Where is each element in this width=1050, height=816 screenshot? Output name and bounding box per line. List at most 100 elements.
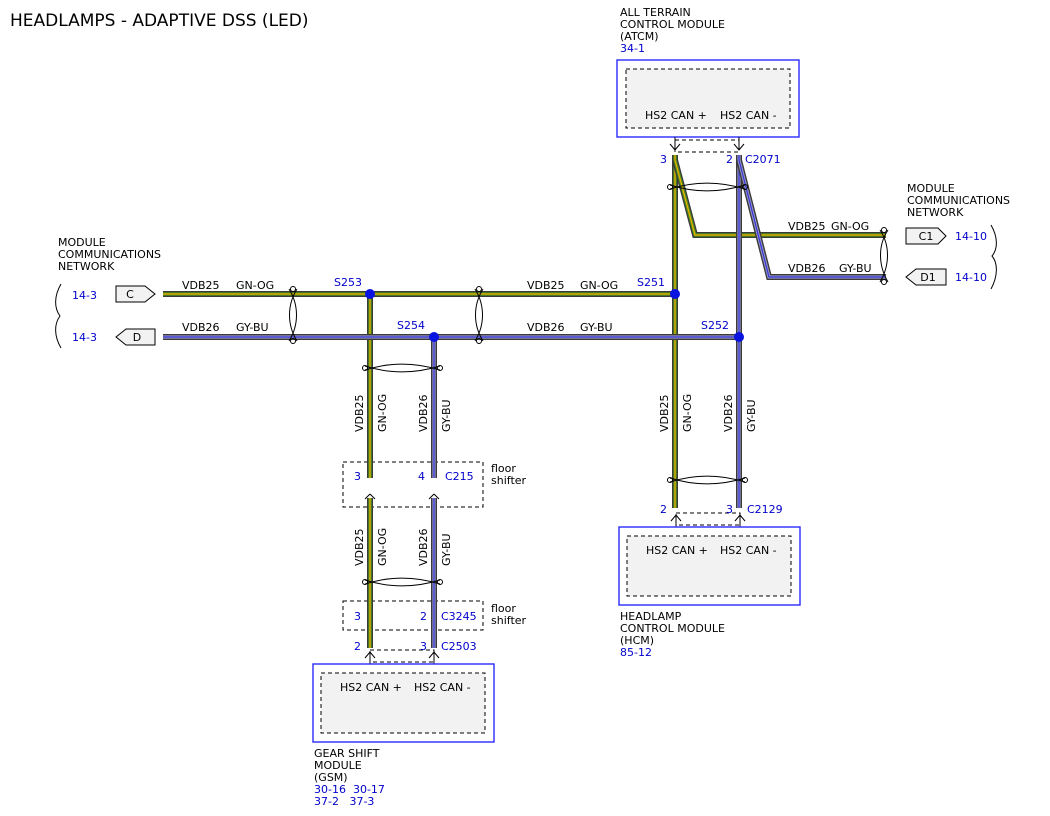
atcm-page-ref: 34-1	[620, 42, 645, 55]
wire-labels: VDB25 GN-OG VDB26 GY-BU VDB25 GN-OG VDB2…	[182, 220, 872, 566]
right-network-name-line-3: NETWORK	[907, 206, 964, 219]
gsm-pin-left-num: 2	[354, 640, 361, 653]
c3245-pin-right: 2	[420, 610, 427, 623]
right-network-connector-d1	[905, 268, 947, 286]
gsm-name-line-2: MODULE	[314, 759, 362, 772]
wire-label-color-3: GN-OG	[580, 279, 618, 292]
inline-connector-c3245: 3 2 C3245 floor shifter	[342, 600, 527, 631]
twist-marker-hcm	[669, 475, 746, 485]
wire-label-circuit-6: VDB26	[788, 262, 826, 275]
wire-label-color-4: GY-BU	[580, 321, 613, 334]
left-network-ref-bottom: 14-3	[72, 331, 97, 344]
c3245-location-box	[342, 600, 484, 631]
right-network-brace	[990, 224, 997, 290]
splice-s253	[365, 289, 375, 299]
wire-label-vert-color-2: GY-BU	[440, 399, 453, 432]
wire-label-color-2: GY-BU	[236, 321, 269, 334]
c215-connector-label: C215	[445, 470, 474, 483]
splice-s252	[734, 332, 744, 342]
atcm-name-line-2: CONTROL MODULE	[620, 18, 725, 31]
wire-label-circuit-2: VDB26	[182, 321, 220, 334]
hcm-name-line-1: HEADLAMP	[620, 610, 682, 623]
left-network-connector-c-label: C	[126, 288, 134, 301]
atcm-pin-left-label: HS2 CAN +	[645, 109, 707, 122]
atcm-pin-right-num: 2	[726, 153, 733, 166]
right-network-ref-top: 14-10	[955, 230, 987, 243]
c215-location-box	[342, 461, 484, 508]
splice-s253-label: S253	[334, 276, 362, 289]
left-network: MODULE COMMUNICATIONS NETWORK 14-3 14-3 …	[55, 236, 161, 349]
c3245-pin-left: 3	[354, 610, 361, 623]
atcm-connector-outline	[674, 139, 740, 153]
atcm-module-inner	[625, 68, 791, 129]
twist-marker-gsm-lower	[364, 577, 441, 587]
twist-marker-gsm-upper	[364, 363, 441, 373]
gsm-pin-right-label: HS2 CAN -	[414, 681, 471, 694]
right-network-connector-c1	[905, 227, 947, 245]
gsm-pin-2-terminal	[364, 651, 376, 664]
wire-label-vert-circuit-1: VDB25	[353, 394, 366, 432]
atcm-name-line-3: (ATCM)	[620, 30, 659, 43]
wire-label-vert-circuit-5: VDB25	[658, 394, 671, 432]
wire-label-vert-circuit-6: VDB26	[722, 394, 735, 432]
hcm-pin-2-terminal	[670, 514, 682, 527]
twisted-pair-markers	[288, 182, 889, 587]
wire-vdb26-gy-bu	[163, 155, 886, 648]
gsm-name-line-3: (GSM)	[314, 771, 348, 784]
left-network-connector-d-label: D	[133, 331, 141, 344]
c3245-location-line-2: shifter	[491, 614, 527, 627]
gsm-pin-right-num: 3	[420, 640, 427, 653]
twist-marker-right	[879, 229, 889, 283]
wire-vdb26-to-right-network	[737, 159, 886, 279]
wire-label-vert-color-4: GY-BU	[440, 533, 453, 566]
hcm-pin-left-num: 2	[660, 503, 667, 516]
gsm-module: 2 3 C2503 HS2 CAN + HS2 CAN - GEAR SHIFT…	[312, 640, 495, 808]
left-network-name-line-1: MODULE	[58, 236, 106, 249]
left-network-connector-d	[115, 328, 156, 346]
wire-label-vert-color-6: GY-BU	[745, 399, 758, 432]
splice-s252-label: S252	[701, 319, 729, 332]
atcm-name-line-1: ALL TERRAIN	[620, 6, 691, 19]
wire-label-circuit-5: VDB25	[788, 220, 826, 233]
wire-label-color-1: GN-OG	[236, 279, 274, 292]
c215-location-line-2: shifter	[491, 474, 527, 487]
gsm-pin-left-label: HS2 CAN +	[340, 681, 402, 694]
splice-s254-label: S254	[397, 319, 425, 332]
atcm-pin-2-terminal	[733, 137, 745, 151]
wire-label-vert-circuit-3: VDB25	[353, 528, 366, 566]
wire-label-vert-circuit-2: VDB26	[417, 394, 430, 432]
wire-label-vert-circuit-4: VDB26	[417, 528, 430, 566]
hcm-name-line-2: CONTROL MODULE	[620, 622, 725, 635]
right-network-name-line-2: COMMUNICATIONS	[907, 194, 1010, 207]
atcm-pin-left-num: 3	[660, 153, 667, 166]
right-network-ref-bottom: 14-10	[955, 271, 987, 284]
atcm-pin-3-terminal	[669, 137, 681, 151]
c215-pin-right: 4	[418, 470, 425, 483]
twist-marker-middle	[474, 288, 484, 342]
hcm-module-inner	[626, 535, 792, 597]
hcm-module: 2 3 C2129 HS2 CAN + HS2 CAN - HEADLAMP C…	[618, 503, 801, 659]
c3245-location-line-1: floor	[491, 602, 516, 615]
inline-connector-c215: 3 4 C215 floor shifter	[342, 461, 527, 508]
atcm-pin-right-label: HS2 CAN -	[720, 109, 777, 122]
hcm-pin-3-terminal	[734, 514, 746, 527]
right-network-name-line-1: MODULE	[907, 182, 955, 195]
left-network-name-line-2: COMMUNICATIONS	[58, 248, 161, 261]
wire-label-circuit-4: VDB26	[527, 321, 565, 334]
wire-label-color-6: GY-BU	[839, 262, 872, 275]
twist-marker-left	[288, 288, 298, 342]
c215-pin-left: 3	[354, 470, 361, 483]
hcm-pin-right-num: 3	[726, 503, 733, 516]
wire-label-color-5: GN-OG	[831, 220, 869, 233]
gsm-page-ref-1: 30-16 30-17	[314, 783, 385, 796]
splice-s251-label: S251	[637, 276, 665, 289]
wire-label-circuit-3: VDB25	[527, 279, 565, 292]
left-network-brace	[55, 283, 62, 349]
twist-marker-atcm	[669, 182, 746, 192]
wire-label-vert-color-5: GN-OG	[681, 394, 694, 432]
hcm-pin-left-label: HS2 CAN +	[646, 544, 708, 557]
wire-label-vert-color-3: GN-OG	[376, 528, 389, 566]
c215-terminals	[364, 493, 440, 500]
